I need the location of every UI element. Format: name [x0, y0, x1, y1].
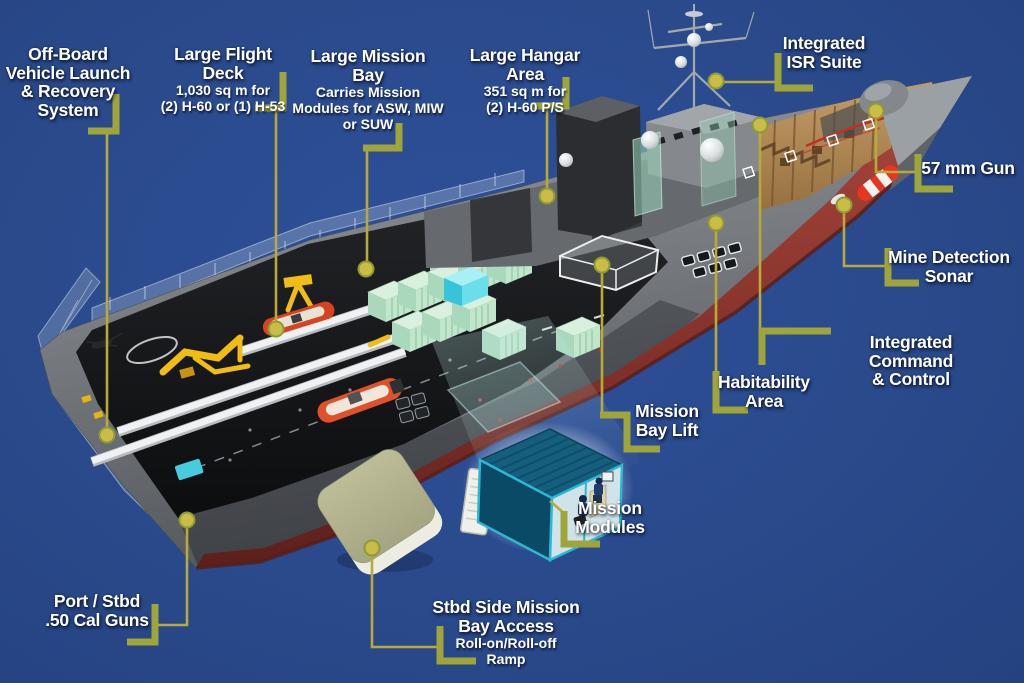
crane-arms [81, 222, 562, 420]
callout-mission-bay-title: Large Mission Bay [310, 46, 426, 85]
callout-bay-lift-title: Mission Bay Lift [635, 401, 699, 440]
mast-radome [687, 33, 701, 47]
callout-mission-modules-title: Mission Modules [575, 498, 645, 537]
callout-isr-suite: Integrated ISR Suite [768, 33, 880, 72]
callout-mission-modules: Mission Modules [570, 498, 650, 537]
hull-ports [742, 117, 876, 179]
callout-hangar-sub: 351 sq m for (2) H-60 P/S [483, 83, 567, 116]
callout-57mm-gun-title: 57 mm Gun [921, 158, 1015, 178]
callout-hangar-title: Large Hangar Area [469, 45, 581, 84]
rhib-boat-forward [317, 378, 405, 423]
callout-offboard-launch-title: Off-Board Vehicle Launch & Recovery Syst… [5, 44, 131, 121]
callout-cal-guns: Port / Stbd .50 Cal Guns [38, 591, 156, 630]
callout-flight-deck-title: Large Flight Deck [174, 44, 272, 83]
callout-stbd-access-sub: Roll-on/Roll-off Ramp [455, 635, 557, 668]
satcom-radome [559, 153, 573, 167]
callout-isr-suite-title: Integrated ISR Suite [782, 33, 866, 72]
satcom-radome [700, 138, 724, 162]
mast [647, 4, 755, 111]
callout-57mm-gun: 57 mm Gun [918, 159, 1018, 178]
callout-offboard-launch: Off-Board Vehicle Launch & Recovery Syst… [2, 45, 134, 120]
callout-command-control: Integrated Command & Control [830, 333, 992, 389]
callout-hangar: Large Hangar Area 351 sq m for (2) H-60 … [450, 46, 600, 116]
deck-railing [91, 169, 525, 325]
callout-flight-deck-sub: 1,030 sq m for (2) H-60 or (1) H-53 [160, 82, 286, 115]
callout-mine-sonar: Mine Detection Sonar [886, 247, 1012, 286]
callout-stbd-access: Stbd Side Mission Bay Access Roll-on/Rol… [424, 598, 588, 668]
mission-module-container-illustration [459, 428, 624, 563]
stern-cyan-box [174, 458, 204, 481]
callout-mine-sonar-title: Mine Detection Sonar [888, 247, 1010, 286]
container-interior-detail [573, 471, 614, 546]
towfish-illustration [857, 165, 899, 201]
callout-mission-bay: Large Mission Bay Carries Mission Module… [292, 47, 444, 132]
callout-dots [98, 72, 885, 557]
bow-cutaway [742, 76, 972, 210]
callout-bay-lift: Mission Bay Lift [630, 401, 704, 440]
callout-leader-lines [88, 53, 953, 665]
callout-habitability-title: Habitability Area [718, 372, 810, 411]
callout-cal-guns-title: Port / Stbd .50 Cal Guns [45, 591, 149, 630]
callout-mission-bay-sub: Carries Mission Modules for ASW, MIW or … [292, 84, 444, 132]
callout-flight-deck: Large Flight Deck 1,030 sq m for (2) H-6… [153, 45, 293, 115]
ramp-illustration [317, 449, 443, 575]
callout-command-control-title: Integrated Command & Control [868, 332, 954, 390]
satcom-radome [641, 131, 659, 149]
mission-module-stacks [174, 216, 601, 481]
callout-habitability: Habitability Area [712, 372, 816, 411]
callout-stbd-access-title: Stbd Side Mission Bay Access [432, 597, 580, 636]
cyan-container [444, 267, 488, 306]
hull-vents [395, 392, 430, 424]
